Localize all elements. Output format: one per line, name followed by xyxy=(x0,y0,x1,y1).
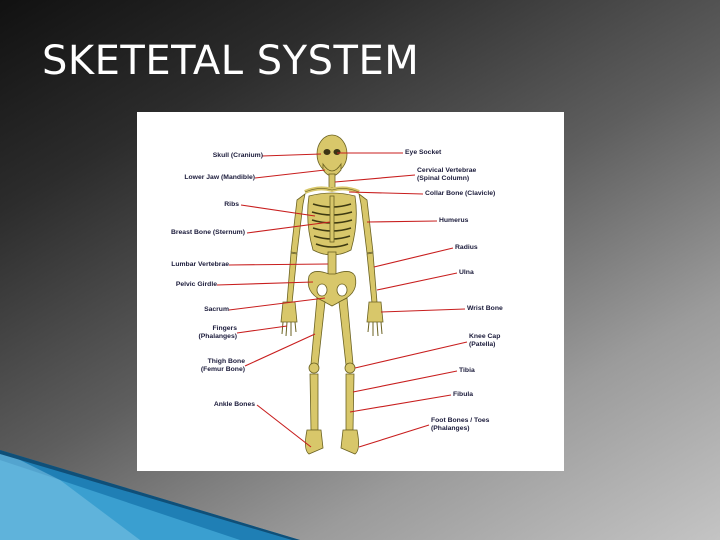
corner-shape-highlight xyxy=(0,450,140,540)
label-radius: Radius xyxy=(455,244,478,251)
jaw-shape xyxy=(322,162,342,177)
eye-socket-right xyxy=(333,149,341,155)
label-lumbar: Lumbar Vertebrae xyxy=(171,261,229,268)
label-tibia: Tibia xyxy=(459,367,475,374)
left-foot xyxy=(305,429,324,455)
slide-title: SKETETAL SYSTEM xyxy=(42,38,420,84)
label-fibula: Fibula xyxy=(453,391,474,398)
skull-shape xyxy=(316,134,348,174)
pelvis-opening-right xyxy=(336,283,348,297)
label-pelvic: Pelvic Girdle xyxy=(175,281,217,288)
label-thigh: Thigh Bone (Femur Bone) xyxy=(200,358,245,373)
label-skull: Skull (Cranium) xyxy=(212,152,263,159)
skeleton-diagram xyxy=(216,134,468,455)
left-kneecap xyxy=(308,362,320,374)
skeleton-illustration xyxy=(280,134,384,455)
right-kneecap xyxy=(344,362,356,374)
eye-socket-left xyxy=(323,149,331,155)
pointer-lines xyxy=(216,152,468,448)
label-knee: Knee Cap (Patella) xyxy=(469,333,501,348)
left-humerus xyxy=(290,193,306,254)
label-ankle: Ankle Bones xyxy=(213,401,255,408)
pelvis-opening-left xyxy=(316,283,328,297)
label-lower-jaw: Lower Jaw (Mandible) xyxy=(184,174,255,181)
lumbar-spine xyxy=(327,251,337,277)
label-sacrum: Sacrum xyxy=(204,306,229,313)
label-breast-bone: Breast Bone (Sternum) xyxy=(170,229,245,236)
label-foot: Foot Bones / Toes (Phalanges) xyxy=(431,417,490,432)
right-foot xyxy=(340,429,359,455)
label-collar: Collar Bone (Clavicle) xyxy=(425,190,496,197)
right-femur xyxy=(338,297,354,366)
label-wrist: Wrist Bone xyxy=(467,305,503,312)
right-tibia xyxy=(345,373,355,431)
right-hand xyxy=(366,301,384,323)
left-tibia xyxy=(309,373,319,431)
right-forearm xyxy=(366,252,378,304)
label-ulna: Ulna xyxy=(459,269,474,276)
left-femur xyxy=(310,297,326,366)
label-cervical: Cervical Vertebrae (Spinal Column) xyxy=(417,167,477,182)
corner-edge-line xyxy=(0,450,300,540)
skeleton-figure: Skull (Cranium) Lower Jaw (Mandible) Rib… xyxy=(137,112,564,471)
right-humerus xyxy=(358,193,374,254)
label-humerus: Humerus xyxy=(439,217,469,224)
label-eye-socket: Eye Socket xyxy=(405,149,442,156)
cervical-spine xyxy=(328,173,336,189)
pelvis xyxy=(307,271,357,307)
label-ribs: Ribs xyxy=(224,201,239,208)
corner-decoration xyxy=(0,450,300,540)
left-hand xyxy=(280,301,298,323)
sternum xyxy=(329,195,335,243)
label-fingers: Fingers (Phalanges) xyxy=(198,325,237,340)
left-forearm xyxy=(286,252,298,304)
